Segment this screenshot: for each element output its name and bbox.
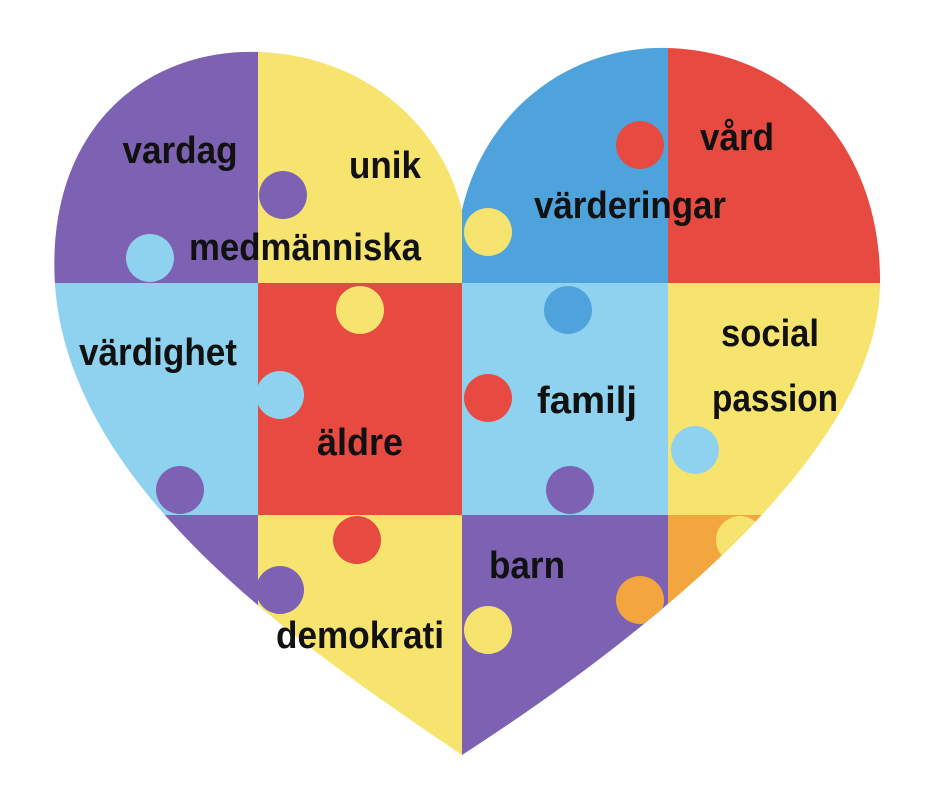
tab bbox=[733, 234, 781, 282]
piece-orange-bottom-right bbox=[668, 515, 881, 755]
tab bbox=[256, 566, 304, 614]
tab bbox=[336, 286, 384, 334]
piece-purple-bottom-left bbox=[54, 515, 258, 755]
word-aldre: äldre bbox=[317, 422, 403, 464]
word-unik: unik bbox=[349, 145, 422, 187]
word-familj: familj bbox=[537, 380, 637, 422]
puzzle-words: vardag unik värderingar vård medmänniska… bbox=[79, 117, 838, 657]
tab bbox=[259, 171, 307, 219]
tab bbox=[156, 466, 204, 514]
word-vard: vård bbox=[700, 117, 774, 159]
word-vardighet: värdighet bbox=[79, 332, 237, 374]
word-varderingar: värderingar bbox=[534, 185, 726, 227]
tab bbox=[616, 576, 664, 624]
tab bbox=[464, 208, 512, 256]
tab bbox=[616, 121, 664, 169]
word-medmanniska: medmänniska bbox=[189, 227, 422, 269]
word-passion: passion bbox=[712, 378, 838, 420]
tab bbox=[464, 606, 512, 654]
tab bbox=[546, 466, 594, 514]
tab bbox=[333, 516, 381, 564]
word-demokrati: demokrati bbox=[276, 615, 444, 657]
word-barn: barn bbox=[489, 545, 565, 587]
tab bbox=[671, 426, 719, 474]
word-vardag: vardag bbox=[123, 130, 238, 172]
tab bbox=[256, 371, 304, 419]
tab bbox=[126, 234, 174, 282]
tab bbox=[464, 374, 512, 422]
piece-lightblue-left bbox=[54, 283, 258, 515]
tab bbox=[716, 516, 764, 564]
word-social: social bbox=[721, 313, 819, 355]
tab bbox=[544, 286, 592, 334]
